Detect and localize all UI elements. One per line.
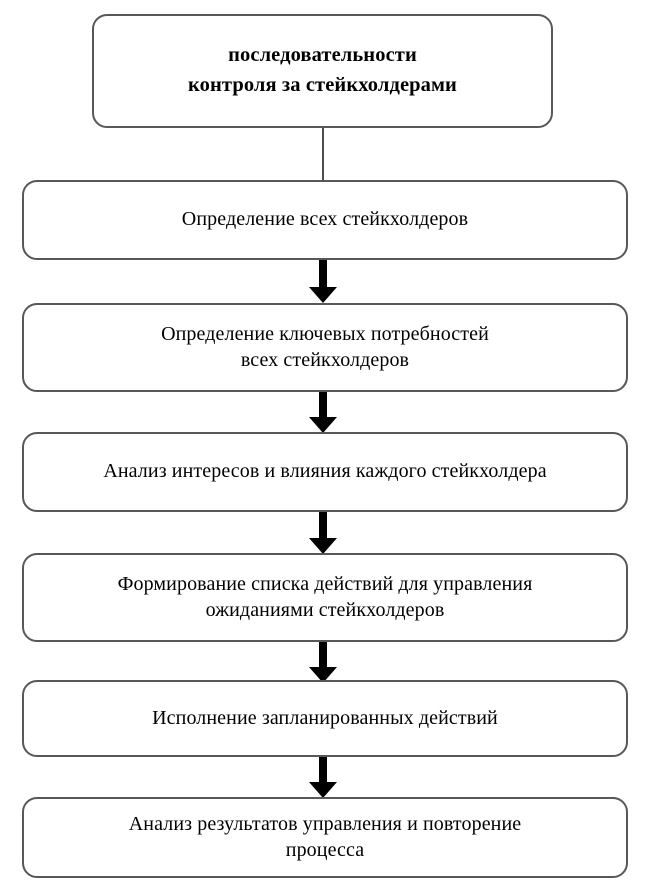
connector-line-title-to-step1 xyxy=(322,128,324,180)
node-label: Анализ интересов и влияния каждого стейк… xyxy=(103,460,547,483)
flowchart-node-step3[interactable]: Анализ интересов и влияния каждого стейк… xyxy=(22,432,628,512)
node-label: Анализ результатов управления и повторен… xyxy=(128,812,522,861)
connector-arrow-step4-to-step5 xyxy=(309,642,337,683)
node-label: Определение всех стейкхолдеров xyxy=(181,208,469,231)
flowchart-node-step4[interactable]: Формирование списка действий для управле… xyxy=(22,553,628,642)
node-label: последовательности контроля за стейкхолд… xyxy=(188,44,457,96)
node-label: Исполнение запланированных действий xyxy=(152,706,498,729)
flowchart-node-step1[interactable]: Определение всех стейкхолдеров xyxy=(22,180,628,260)
flowchart-node-title[interactable]: последовательности контроля за стейкхолд… xyxy=(92,14,553,128)
connector-arrow-step2-to-step3 xyxy=(309,392,337,433)
node-label: Определение ключевых потребностей всех с… xyxy=(161,322,489,371)
node-label: Формирование списка действий для управле… xyxy=(117,572,533,621)
flowchart-node-step6[interactable]: Анализ результатов управления и повторен… xyxy=(22,797,628,878)
flowchart-node-step2[interactable]: Определение ключевых потребностей всех с… xyxy=(22,303,628,392)
flowchart-node-step5[interactable]: Исполнение запланированных действий xyxy=(22,680,628,757)
connector-arrow-step3-to-step4 xyxy=(309,512,337,554)
connector-arrow-step5-to-step6 xyxy=(309,757,337,798)
connector-arrow-step1-to-step2 xyxy=(309,260,337,303)
